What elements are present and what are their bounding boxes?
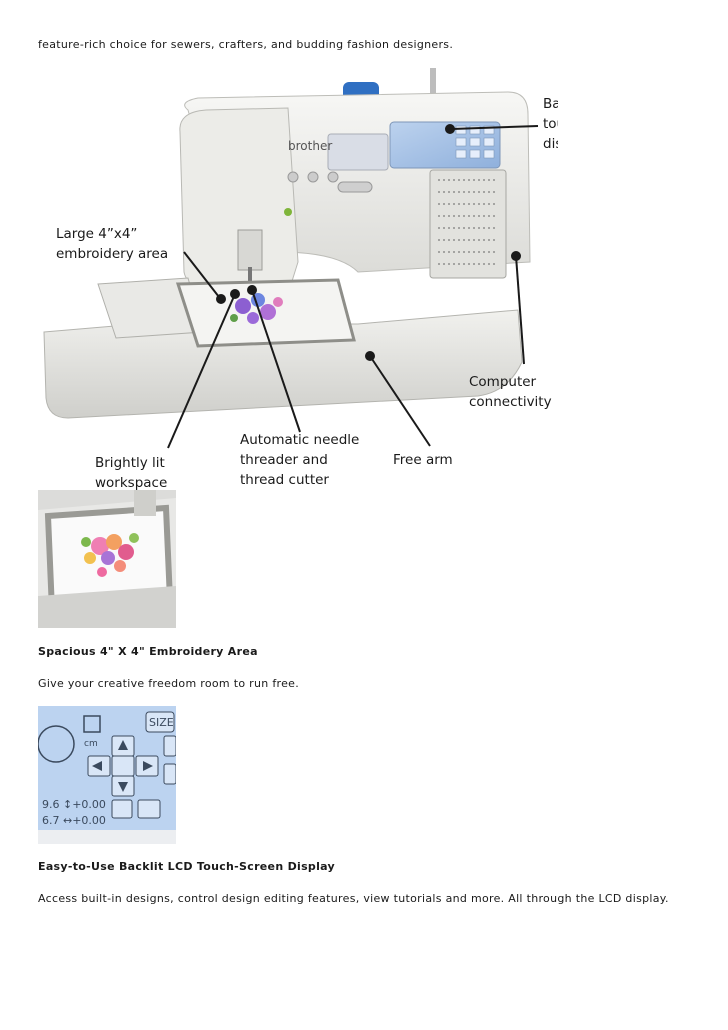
callout-workspace-line2: workspace: [95, 475, 167, 490]
callout-embroidery-line1: Large 4”x4”: [56, 226, 137, 242]
callout-workspace-line1: Brightly lit: [95, 455, 165, 471]
section-title-embroidery: Spacious 4" X 4" Embroidery Area: [38, 645, 258, 658]
lcd-row2: 6.7 ↔+0.00: [42, 814, 106, 827]
section-text-lcd: Access built-in designs, control design …: [38, 892, 669, 905]
brand-label: brother: [288, 139, 332, 153]
section-text-embroidery: Give your creative freedom room to run f…: [38, 677, 300, 690]
lcd-size-label: SIZE: [149, 716, 174, 729]
callout-lcd-line3: display: [543, 136, 558, 152]
callout-lcd-line2: touch screen: [543, 116, 558, 132]
callout-threader-line1: Automatic needle: [240, 432, 359, 448]
callout-threader-line3: thread cutter: [240, 472, 329, 488]
callout-embroidery-line2: embroidery area: [56, 246, 168, 262]
callout-free-arm: Free arm: [393, 452, 453, 468]
sewing-machine-image: brother: [43, 68, 558, 490]
callout-computer-line2: connectivity: [469, 394, 552, 410]
lcd-display-image: cm SIZE 9.6 ↕+0.00 6.7 ↔+0.00: [38, 706, 176, 844]
callout-computer-line1: Computer: [469, 374, 537, 390]
embroidery-area-image: [38, 490, 176, 628]
section-title-lcd: Easy-to-Use Backlit LCD Touch-Screen Dis…: [38, 860, 336, 873]
callout-threader-line2: threader and: [240, 452, 328, 468]
lcd-unit-label: cm: [84, 739, 98, 749]
lcd-row1: 9.6 ↕+0.00: [42, 798, 106, 811]
intro-text: feature-rich choice for sewers, crafters…: [38, 38, 454, 51]
callout-lcd-line1: Back-lit LCD: [543, 96, 558, 112]
